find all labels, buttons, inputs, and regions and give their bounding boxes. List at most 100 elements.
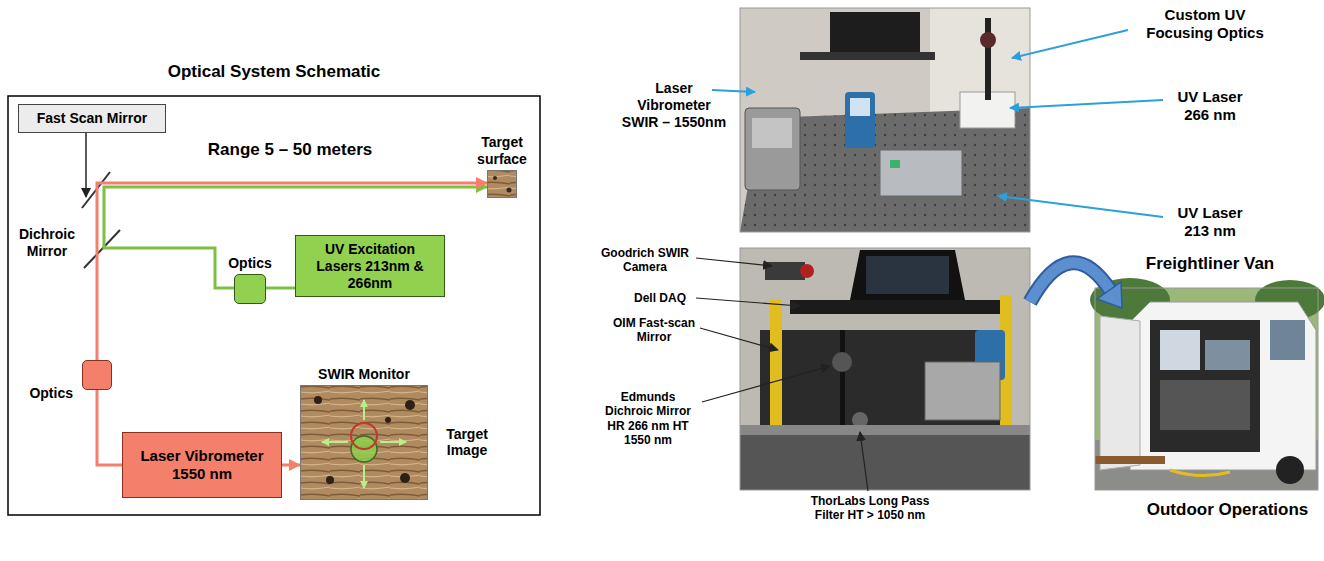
scan-arrow bbox=[363, 400, 365, 420]
photo-caption: Outdoor Operations bbox=[1135, 500, 1320, 520]
callout-leader bbox=[702, 366, 830, 402]
node-heading: Target Image bbox=[435, 426, 499, 460]
photo-border bbox=[1095, 288, 1318, 490]
callout-leader bbox=[696, 258, 772, 266]
van-equipment bbox=[1160, 330, 1200, 370]
swir-image bbox=[300, 385, 428, 500]
part-label: Dichroic Mirror bbox=[14, 226, 80, 260]
callout-label: Laser Vibrometer SWIR – 1550nm bbox=[618, 80, 730, 130]
texture-spot bbox=[507, 188, 512, 193]
target-image: Target surface bbox=[487, 170, 517, 198]
meter-screen bbox=[850, 98, 870, 116]
van-equipment bbox=[1205, 340, 1250, 370]
photo-title: Freightliner Van bbox=[1125, 254, 1295, 274]
callout-leader bbox=[700, 328, 778, 350]
callout-leader bbox=[1010, 100, 1163, 108]
optics-box: Optics bbox=[82, 360, 112, 390]
laptop-screen bbox=[866, 256, 949, 294]
texture-spot bbox=[314, 396, 322, 404]
yellow-post bbox=[770, 300, 782, 425]
van-interior bbox=[1150, 320, 1260, 452]
photo-ground bbox=[740, 248, 1030, 490]
photo-border bbox=[740, 248, 1030, 490]
node-text: UV Excitation Lasers 213nm & 266nm bbox=[302, 241, 438, 291]
optics-lens bbox=[980, 32, 996, 48]
callout-label: Edmunds Dichroic Mirror HR 266 nm HT 155… bbox=[598, 390, 698, 448]
laser-box: UV Excitation Lasers 213nm & 266nm bbox=[295, 235, 445, 297]
laptop bbox=[850, 250, 965, 300]
vibrometer-box bbox=[745, 108, 800, 190]
callout-label: ThorLabs Long Pass Filter HT > 1050 nm bbox=[805, 494, 935, 523]
texture-spot bbox=[493, 176, 497, 180]
laptop-base bbox=[800, 52, 935, 60]
texture-spot bbox=[400, 473, 410, 483]
beam-connector bbox=[282, 464, 300, 467]
scan-arrow bbox=[380, 441, 406, 443]
van-wheel bbox=[1276, 456, 1304, 484]
texture-spot bbox=[405, 400, 415, 410]
transfer-arrow bbox=[1030, 263, 1110, 302]
range-label: Range 5 – 50 meters bbox=[190, 140, 390, 160]
callout-label: Custom UV Focusing Optics bbox=[1135, 6, 1275, 42]
node-heading: Optics bbox=[220, 255, 280, 272]
transfer-arrow-outline bbox=[1030, 263, 1110, 302]
callout-label: UV Laser 266 nm bbox=[1170, 88, 1250, 124]
target-texture bbox=[487, 170, 517, 198]
transfer-arrow-head bbox=[1097, 282, 1122, 308]
callout-leader bbox=[860, 432, 868, 491]
van-door bbox=[1100, 316, 1140, 470]
callout-leader bbox=[696, 298, 800, 306]
laptop bbox=[830, 12, 920, 52]
photo-wall bbox=[930, 8, 1030, 128]
bench bbox=[1095, 456, 1165, 464]
beam-connector bbox=[266, 287, 295, 290]
photo-ground bbox=[740, 8, 1030, 232]
optics-post bbox=[840, 330, 845, 425]
swir-camera bbox=[765, 262, 805, 280]
vibrometer-box bbox=[925, 362, 1000, 420]
scan-arrow bbox=[363, 465, 365, 488]
van-equipment bbox=[1160, 380, 1250, 430]
van-window bbox=[1270, 320, 1305, 360]
handheld-meter bbox=[845, 92, 875, 148]
node-text: Laser Vibrometer 1550 nm bbox=[129, 447, 275, 483]
dichroic-mount bbox=[832, 352, 852, 372]
diagram-title: Optical System Schematic bbox=[8, 62, 540, 82]
beam-connector bbox=[97, 390, 122, 465]
vibrometer-box: Laser Vibrometer 1550 nm bbox=[122, 432, 282, 498]
texture-spot bbox=[385, 417, 391, 423]
lab-photo-bottom bbox=[740, 248, 1030, 490]
callout-label: Goodrich SWIR Camera bbox=[598, 246, 692, 275]
van-photo bbox=[1090, 278, 1324, 490]
callout-leader bbox=[712, 90, 755, 92]
monitor-image: SWIR MonitorTarget Image bbox=[300, 385, 428, 500]
camera-lens bbox=[800, 264, 814, 278]
node-heading: Optics bbox=[13, 385, 73, 402]
beam-connector bbox=[97, 183, 487, 360]
leader-line bbox=[85, 133, 87, 197]
scan-arrow bbox=[322, 441, 348, 443]
schematic-frame bbox=[8, 96, 540, 515]
lab-photo-top bbox=[740, 8, 1030, 232]
cart-base bbox=[740, 435, 1030, 490]
callout-leader bbox=[998, 196, 1163, 217]
equipment-rack bbox=[760, 330, 1010, 440]
callout-label: OIM Fast-scan Mirror bbox=[612, 316, 696, 345]
optics-post bbox=[985, 18, 991, 100]
optics-box: Optics bbox=[234, 274, 266, 304]
callout-leader bbox=[1012, 30, 1128, 58]
connector bbox=[890, 160, 900, 168]
uv-laser-213 bbox=[880, 150, 962, 196]
callout-label: Dell DAQ bbox=[628, 291, 692, 305]
van-body bbox=[1130, 302, 1316, 470]
rail bbox=[740, 425, 1030, 435]
texture-spot bbox=[326, 476, 334, 484]
laser-spot bbox=[351, 423, 377, 449]
node-heading: Target surface bbox=[470, 134, 534, 168]
label-box: Fast Scan Mirror bbox=[18, 104, 166, 133]
laptop-shelf bbox=[790, 300, 1010, 314]
node-text: Fast Scan Mirror bbox=[37, 110, 147, 127]
vibrometer-front bbox=[752, 118, 792, 148]
